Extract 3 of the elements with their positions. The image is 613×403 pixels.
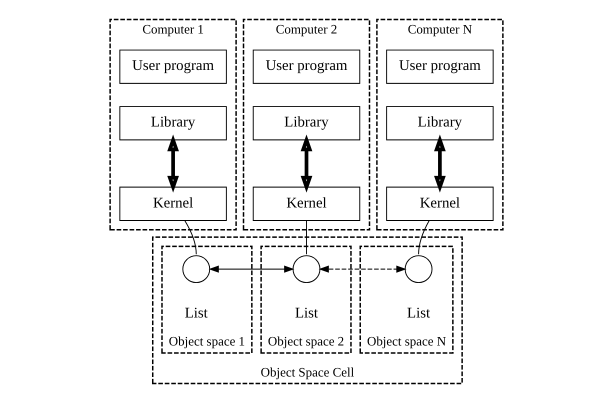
node-label: List [294, 306, 318, 322]
node-label: List [407, 306, 430, 322]
node-label: List [184, 306, 208, 322]
